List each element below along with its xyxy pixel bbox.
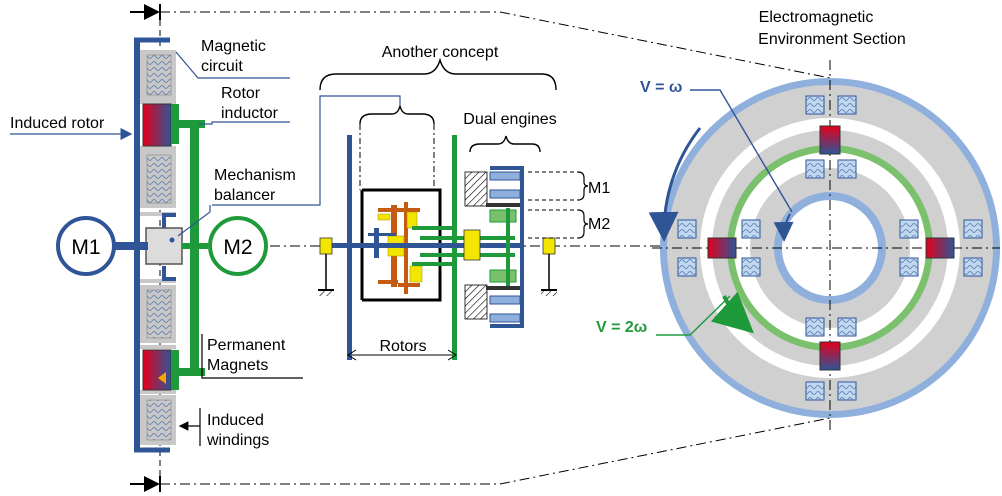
label-dual-m1: M1 (588, 180, 610, 197)
label-rotor-inductor-2: inductor (221, 105, 279, 122)
label-speed-inner: V = 2ω (596, 319, 647, 336)
motor-m2-label: M2 (223, 236, 252, 259)
label-rotors: Rotors (379, 338, 426, 355)
label-dual-engines: Dual engines (463, 111, 556, 128)
label-rotor-inductor-1: Rotor (221, 85, 261, 102)
label-mechanism-balancer-1: Mechanism (214, 167, 296, 184)
label-magnetic-circuit-2: circuit (201, 58, 243, 75)
label-induced-windings-2: windings (206, 432, 269, 449)
main-mechanism: M1 M2 (56, 37, 660, 453)
label-speed-outer: V = ω (640, 79, 682, 96)
label-another-concept: Another concept (382, 44, 499, 61)
electromagnetic-section: Electromagnetic Environment Section (596, 9, 1000, 430)
motor-m1-label: M1 (71, 236, 100, 259)
section-title-2: Environment Section (758, 31, 906, 48)
label-mechanism-balancer-2: balancer (214, 187, 276, 204)
label-permanent-magnets-2: Magnets (207, 357, 268, 374)
label-induced-rotor: Induced rotor (10, 115, 105, 132)
label-dual-m2: M2 (588, 216, 610, 233)
label-induced-windings-1: Induced (207, 412, 264, 429)
label-magnetic-circuit-1: Magnetic (201, 38, 266, 55)
another-concept-assembly: Another concept (212, 44, 610, 361)
label-permanent-magnets-1: Permanent (207, 337, 286, 354)
left-labels: Magnetic circuit Induced rotor Rotor ind… (10, 38, 303, 449)
section-title-1: Electromagnetic (759, 9, 874, 26)
